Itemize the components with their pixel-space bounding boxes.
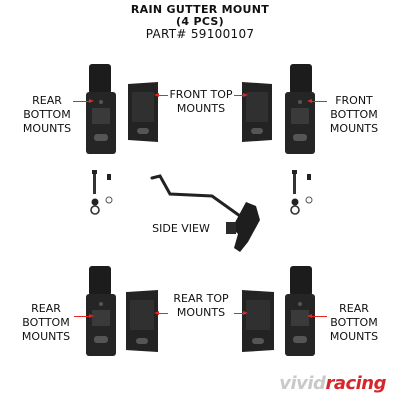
- arrow-front-top-left: [154, 93, 168, 97]
- label-line: FRONT TOP: [169, 88, 233, 101]
- title-line-1: RAIN GUTTER MOUNT: [130, 3, 270, 16]
- label-line: MOUNTS: [176, 102, 226, 115]
- rear-bottom-mount-image-bottom-left: [86, 266, 116, 356]
- label-rear-top-mounts: REAR TOP MOUNTS: [166, 292, 236, 320]
- rear-bottom-mount-image-top-left: [86, 64, 116, 154]
- label-line: FRONT: [335, 94, 373, 107]
- label-front-top-mounts: FRONT TOP MOUNTS: [166, 88, 236, 116]
- arrow-rear-bottom-bottom-right: [307, 314, 327, 318]
- label-line: BOTTOM: [330, 316, 378, 329]
- label-line: REAR TOP: [173, 292, 229, 305]
- hardware-right-image: [290, 170, 313, 215]
- label-line: REAR: [31, 302, 61, 315]
- arrow-rear-bottom-top: [73, 99, 94, 103]
- part-number: PART# 59100107: [145, 27, 255, 41]
- label-line: MOUNTS: [22, 122, 72, 135]
- label-rear-bottom-mounts-bottom-left: REAR BOTTOM MOUNTS: [18, 302, 74, 344]
- label-line: BOTTOM: [330, 108, 378, 121]
- logo-part-2: racing: [325, 373, 386, 394]
- rear-bottom-mount-image-bottom-right: [285, 266, 315, 356]
- label-line: MOUNTS: [329, 330, 379, 343]
- arrow-front-top-right: [234, 93, 248, 97]
- front-bottom-mount-image-top-right: [285, 64, 315, 154]
- arrow-front-bottom: [307, 99, 327, 103]
- logo-part-1: vivid: [279, 373, 326, 394]
- arrow-rear-top-left: [154, 311, 168, 315]
- front-top-mount-image-right: [242, 82, 272, 142]
- rear-top-mount-image-right: [242, 290, 274, 352]
- arrow-rear-bottom-bottom-left: [74, 314, 94, 318]
- label-line: MOUNTS: [329, 122, 379, 135]
- label-line: REAR: [339, 302, 369, 315]
- label-line: MOUNTS: [176, 306, 226, 319]
- vividracing-logo: vividracing: [279, 373, 386, 394]
- product-title: RAIN GUTTER MOUNT (4 PCS) PART# 59100107: [0, 3, 400, 41]
- label-rear-bottom-mounts-bottom-right: REAR BOTTOM MOUNTS: [326, 302, 382, 344]
- front-top-mount-image-left: [128, 82, 158, 142]
- side-view-bracket-image: [150, 174, 260, 252]
- rear-top-mount-image-left: [126, 290, 158, 352]
- label-line: BOTTOM: [22, 316, 70, 329]
- label-line: BOTTOM: [23, 108, 71, 121]
- label-front-bottom-mounts: FRONT BOTTOM MOUNTS: [326, 94, 382, 136]
- hardware-left-image: [90, 170, 113, 215]
- title-line-2: (4 PCS): [176, 15, 224, 28]
- label-line: MOUNTS: [21, 330, 71, 343]
- label-side-view: SIDE VIEW: [152, 222, 210, 235]
- label-line: REAR: [32, 94, 62, 107]
- arrow-rear-top-right: [234, 311, 248, 315]
- label-rear-bottom-mounts-top: REAR BOTTOM MOUNTS: [20, 94, 74, 136]
